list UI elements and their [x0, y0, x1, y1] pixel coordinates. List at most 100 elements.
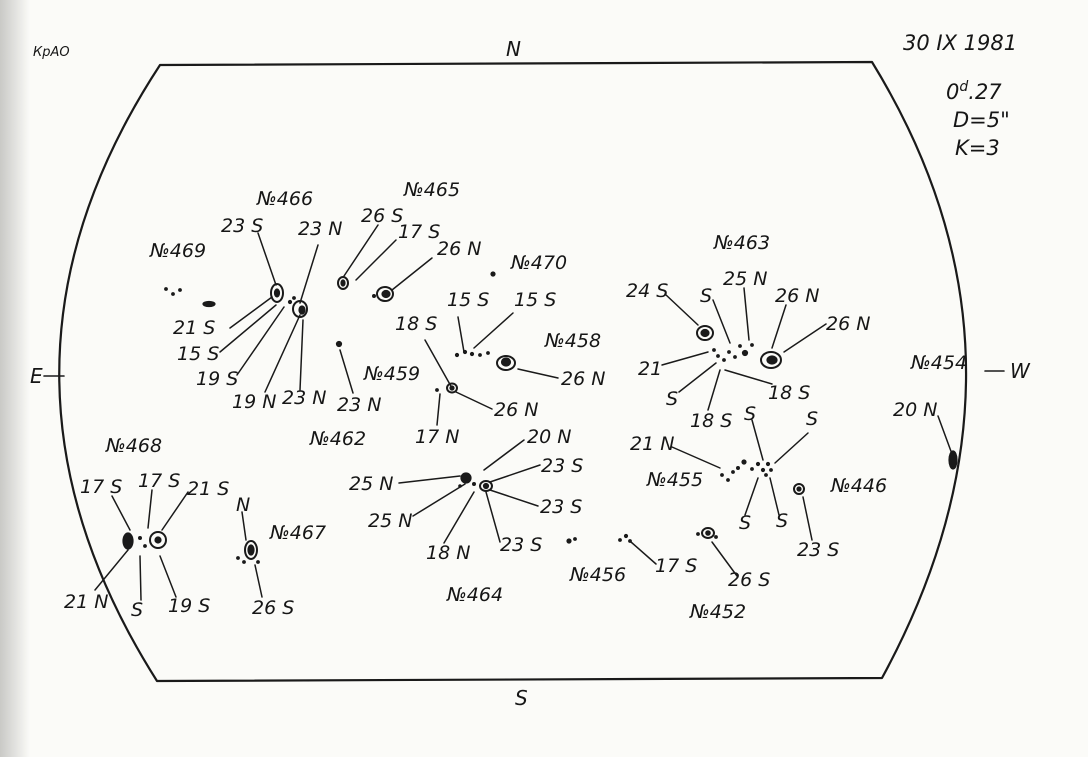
leader: [355, 239, 397, 281]
spot-label: 18 S: [395, 313, 438, 335]
leader: [299, 244, 319, 304]
spot: [500, 357, 512, 367]
spot: [726, 478, 730, 482]
spot-label: 26 N: [494, 399, 539, 421]
region-467: №467: [270, 522, 327, 544]
spot-label: 25 N: [723, 268, 768, 290]
spot: [340, 279, 346, 287]
spot: [435, 388, 439, 392]
leader: [485, 491, 501, 543]
spot: [149, 531, 167, 549]
spot-label: 21: [638, 358, 663, 380]
leader: [412, 483, 466, 517]
leader: [769, 477, 780, 516]
spot-label: S: [131, 599, 144, 621]
spot-label: 17 S: [655, 555, 698, 577]
spot: [478, 353, 482, 357]
spot: [256, 560, 260, 564]
spot: [376, 286, 394, 302]
leader: [241, 511, 247, 541]
spot: [122, 532, 134, 550]
spot: [270, 283, 284, 303]
spot: [472, 482, 477, 487]
spot: [623, 533, 629, 539]
leader: [159, 555, 177, 598]
spot: [244, 540, 258, 560]
leader: [630, 541, 657, 565]
south-label: S: [515, 686, 528, 710]
spot: [769, 468, 773, 472]
spot-label: 23 S: [500, 534, 543, 556]
region-469: №469: [150, 240, 207, 262]
leader: [424, 339, 453, 389]
spot-label: 19 S: [168, 595, 211, 617]
spot-label: S: [776, 510, 789, 532]
leader: [147, 489, 153, 529]
spot-label: 21 N: [630, 433, 675, 455]
time-day: 0: [946, 80, 960, 104]
spot-label: 26 N: [775, 285, 820, 307]
diameter-label: D=5": [953, 108, 1010, 132]
spot-label: 19 N: [232, 391, 277, 413]
spot-label: 26 N: [437, 238, 482, 260]
leader: [254, 564, 263, 598]
leader: [299, 319, 304, 391]
spot: [766, 355, 778, 365]
region-463: №463: [714, 232, 771, 254]
spot: [760, 351, 782, 369]
region-465: №465: [404, 179, 461, 201]
leader: [802, 496, 813, 541]
spot: [381, 289, 391, 299]
spot-label: 20 N: [893, 399, 938, 421]
spot: [733, 355, 737, 359]
spot: [705, 530, 711, 536]
leader: [664, 293, 699, 326]
time-superscript: d: [959, 79, 969, 95]
region-459: №459: [364, 363, 421, 385]
spot-label: 23 S: [221, 215, 264, 237]
spot: [460, 472, 472, 484]
region-456: №456: [570, 564, 627, 586]
spot: [573, 537, 577, 541]
leader: [264, 314, 301, 393]
region-462: №462: [310, 428, 367, 450]
spot: [796, 486, 802, 492]
leader: [229, 296, 273, 329]
spot-label: 17 S: [138, 470, 181, 492]
spot-label: 18 S: [768, 382, 811, 404]
leader: [443, 491, 475, 544]
spot-label: 26 S: [728, 569, 771, 591]
leader: [751, 419, 764, 461]
leader: [455, 391, 493, 410]
north-label: N: [506, 37, 521, 61]
spot: [727, 350, 731, 354]
leader: [771, 304, 787, 349]
spot: [335, 340, 343, 348]
spot: [458, 484, 462, 488]
leader: [111, 495, 131, 531]
spot: [287, 299, 293, 305]
spot: [154, 536, 162, 544]
leader: [774, 432, 809, 464]
spot: [760, 467, 766, 473]
spot: [178, 288, 182, 292]
spot: [236, 556, 240, 560]
spot: [948, 450, 958, 470]
spot-label: 23 S: [797, 539, 840, 561]
spot-label: 23 N: [298, 218, 343, 240]
spot-label: 25 N: [349, 473, 394, 495]
leader: [744, 477, 759, 516]
spot: [738, 344, 742, 348]
spot: [462, 349, 468, 355]
leader: [517, 368, 559, 379]
spot: [292, 300, 308, 318]
leader: [236, 306, 285, 376]
spot: [202, 300, 216, 308]
spot-label: 21 S: [187, 478, 230, 500]
leader: [489, 489, 539, 507]
leader: [483, 439, 525, 471]
spot: [716, 354, 720, 358]
spot-label: N: [236, 494, 251, 516]
